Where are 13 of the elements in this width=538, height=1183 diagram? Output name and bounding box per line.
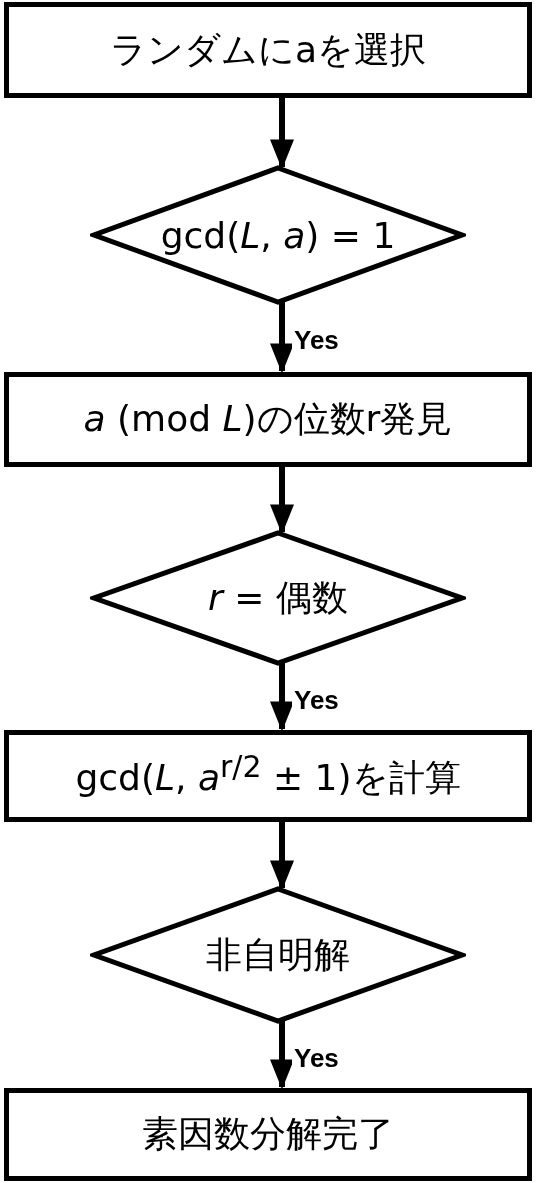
arrow — [270, 822, 294, 891]
process-box: 素因数分解完了 — [4, 1088, 532, 1181]
process-box: gcd(L, a$^{r/2}$ ± 1)を計算 — [4, 730, 532, 822]
process-box: ランダムにaを選択 — [4, 2, 532, 98]
process-box: a (mod L)の位数r発見 — [4, 372, 532, 467]
arrow — [270, 302, 294, 374]
arrow — [270, 98, 294, 170]
decision-diamond: r = 偶数 — [90, 530, 466, 666]
arrow — [270, 1021, 294, 1090]
arrow — [270, 663, 294, 732]
decision-diamond: 非自明解 — [90, 886, 466, 1024]
decision-diamond: gcd(L, a) = 1 — [90, 165, 466, 305]
arrow — [270, 467, 294, 535]
